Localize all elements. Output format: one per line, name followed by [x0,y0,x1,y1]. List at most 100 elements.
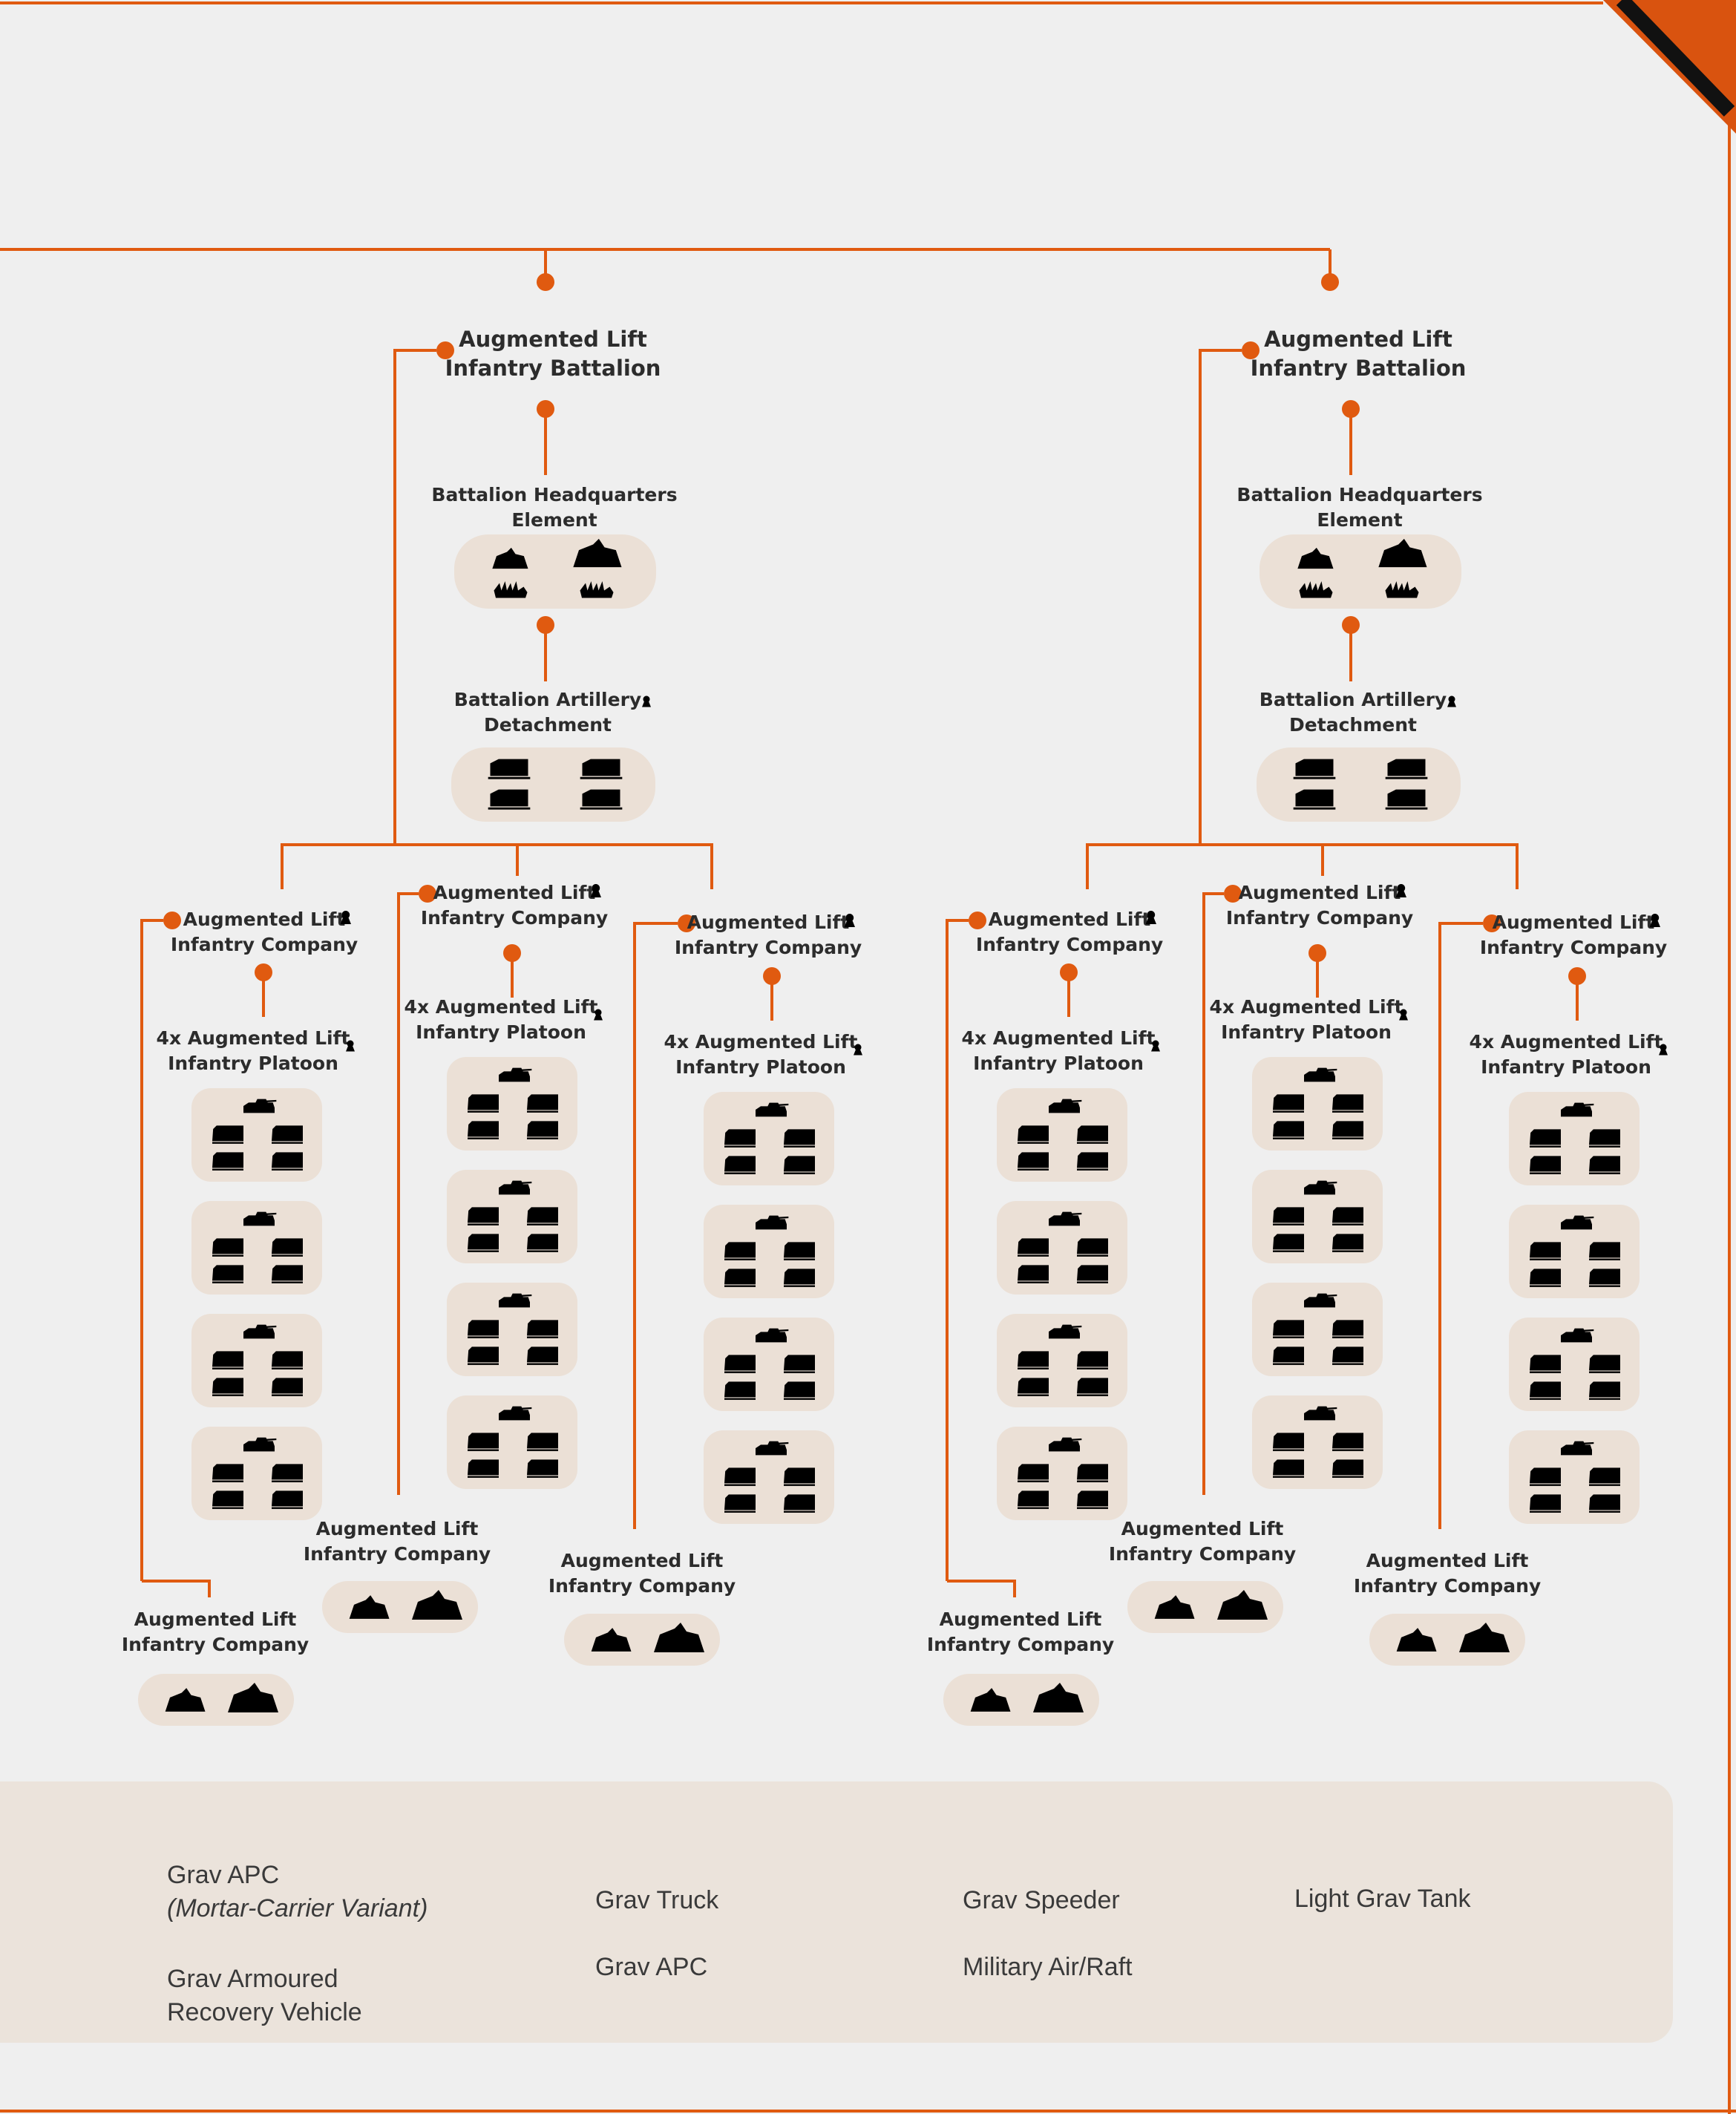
rank-icon [1395,884,1406,897]
grav-apc-icon [272,1378,303,1396]
label-line: 4x Augmented Lift [156,1027,350,1049]
grav-apc-icon [1589,1129,1620,1148]
grav-apc-icon [1018,1238,1049,1257]
grav-recovery-icon [573,538,622,568]
company-bus [1086,843,1519,889]
grav-apc-icon [784,1355,815,1373]
rank-icon [1151,1040,1160,1052]
label-line: Infantry Company [420,906,609,929]
grav-apc-mortar-icon [1385,789,1428,810]
grav-apc-icon [784,1129,815,1148]
connector-node [537,273,554,291]
grav-apc-icon [784,1242,815,1260]
legend-label-tank: Light Grav Tank [1294,1885,1471,1913]
light-grav-tank-icon [1304,1067,1337,1082]
light-grav-tank-icon [1049,1099,1082,1113]
company-bus [281,843,713,889]
grav-apc-icon [1273,1433,1304,1451]
grav-apc-icon [784,1381,815,1400]
grav-apc-icon [1530,1355,1561,1373]
rank-icon [1399,1009,1408,1021]
label-line: Infantry Battalion [445,356,661,382]
label-line: 4x Augmented Lift [664,1031,858,1053]
grav-apc-icon [1018,1378,1049,1396]
connector-node [1242,341,1260,359]
label-line: Element [511,508,597,531]
label-line: Augmented Lift [183,909,346,930]
connector-node [436,341,454,359]
grav-apc-icon [1332,1094,1363,1113]
grav-apc-icon [784,1269,815,1287]
grav-apc-icon [1332,1433,1363,1451]
grav-apc-icon [1273,1094,1304,1113]
grav-apc-icon [1530,1129,1561,1148]
grav-apc-icon [272,1490,303,1509]
grav-apc-icon [784,1156,815,1174]
grav-apc-icon [1018,1490,1049,1509]
light-grav-tank-icon [499,1406,532,1421]
grav-apc-icon [1589,1355,1620,1373]
grav-apc-icon [1077,1464,1108,1482]
company-hook [142,1580,211,1597]
light-grav-tank-icon [243,1099,277,1113]
grav-apc-icon [1273,1320,1304,1338]
grav-apc-mortar-icon [1293,789,1336,810]
label-line: Detachment [484,713,612,736]
rank-icon [1659,1044,1668,1056]
label-line: Augmented Lift [560,1550,724,1571]
connector-node [1483,914,1501,932]
grav-apc-icon [527,1207,558,1225]
light-grav-tank-icon [243,1211,277,1226]
label-line: Element [1317,508,1403,531]
grav-apc-icon [1589,1156,1620,1174]
grav-recovery-icon [1297,547,1334,569]
label-line: Augmented Lift [939,1609,1102,1630]
label-line: 4x Augmented Lift [961,1027,1156,1049]
grav-apc-icon [784,1494,815,1513]
grav-apc-icon [1589,1494,1620,1513]
grav-apc-icon [212,1490,243,1509]
label-line: Augmented Lift [1121,1518,1284,1539]
grav-apc-icon [1018,1351,1049,1369]
grav-apc-icon [1530,1269,1561,1287]
grav-apc-icon [1589,1467,1620,1486]
grav-apc-icon [468,1207,499,1225]
hq-vehicle-group [454,534,656,609]
grav-apc-icon [1530,1494,1561,1513]
light-grav-tank-icon [756,1328,789,1343]
label-line: Augmented Lift [433,882,596,903]
grav-recovery-icon [1033,1683,1084,1712]
grav-recovery-icon [492,547,528,569]
grav-apc-icon [527,1121,558,1139]
label-line: Augmented Lift [134,1609,297,1630]
grav-apc-icon [1530,1467,1561,1486]
grav-apc-icon [1530,1156,1561,1174]
label-line: Infantry Company [926,1633,1115,1655]
label-line: Augmented Lift [1238,882,1401,903]
light-grav-tank-icon [499,1067,532,1082]
label-line: Infantry Company [303,1542,491,1565]
label-line: Augmented Lift [1492,912,1655,933]
grav-apc-icon [724,1467,756,1486]
light-grav-tank-icon [756,1441,789,1456]
grav-apc-icon [1077,1125,1108,1144]
rank-icon [594,1009,603,1021]
grav-apc-icon [724,1129,756,1148]
light-grav-tank-icon [1561,1441,1594,1456]
grav-apc-icon [1077,1152,1108,1171]
grav-apc-icon [272,1351,303,1369]
company-spine [946,919,969,1581]
grav-apc-icon [1332,1121,1363,1139]
grav-recovery-icon [970,1688,1011,1712]
